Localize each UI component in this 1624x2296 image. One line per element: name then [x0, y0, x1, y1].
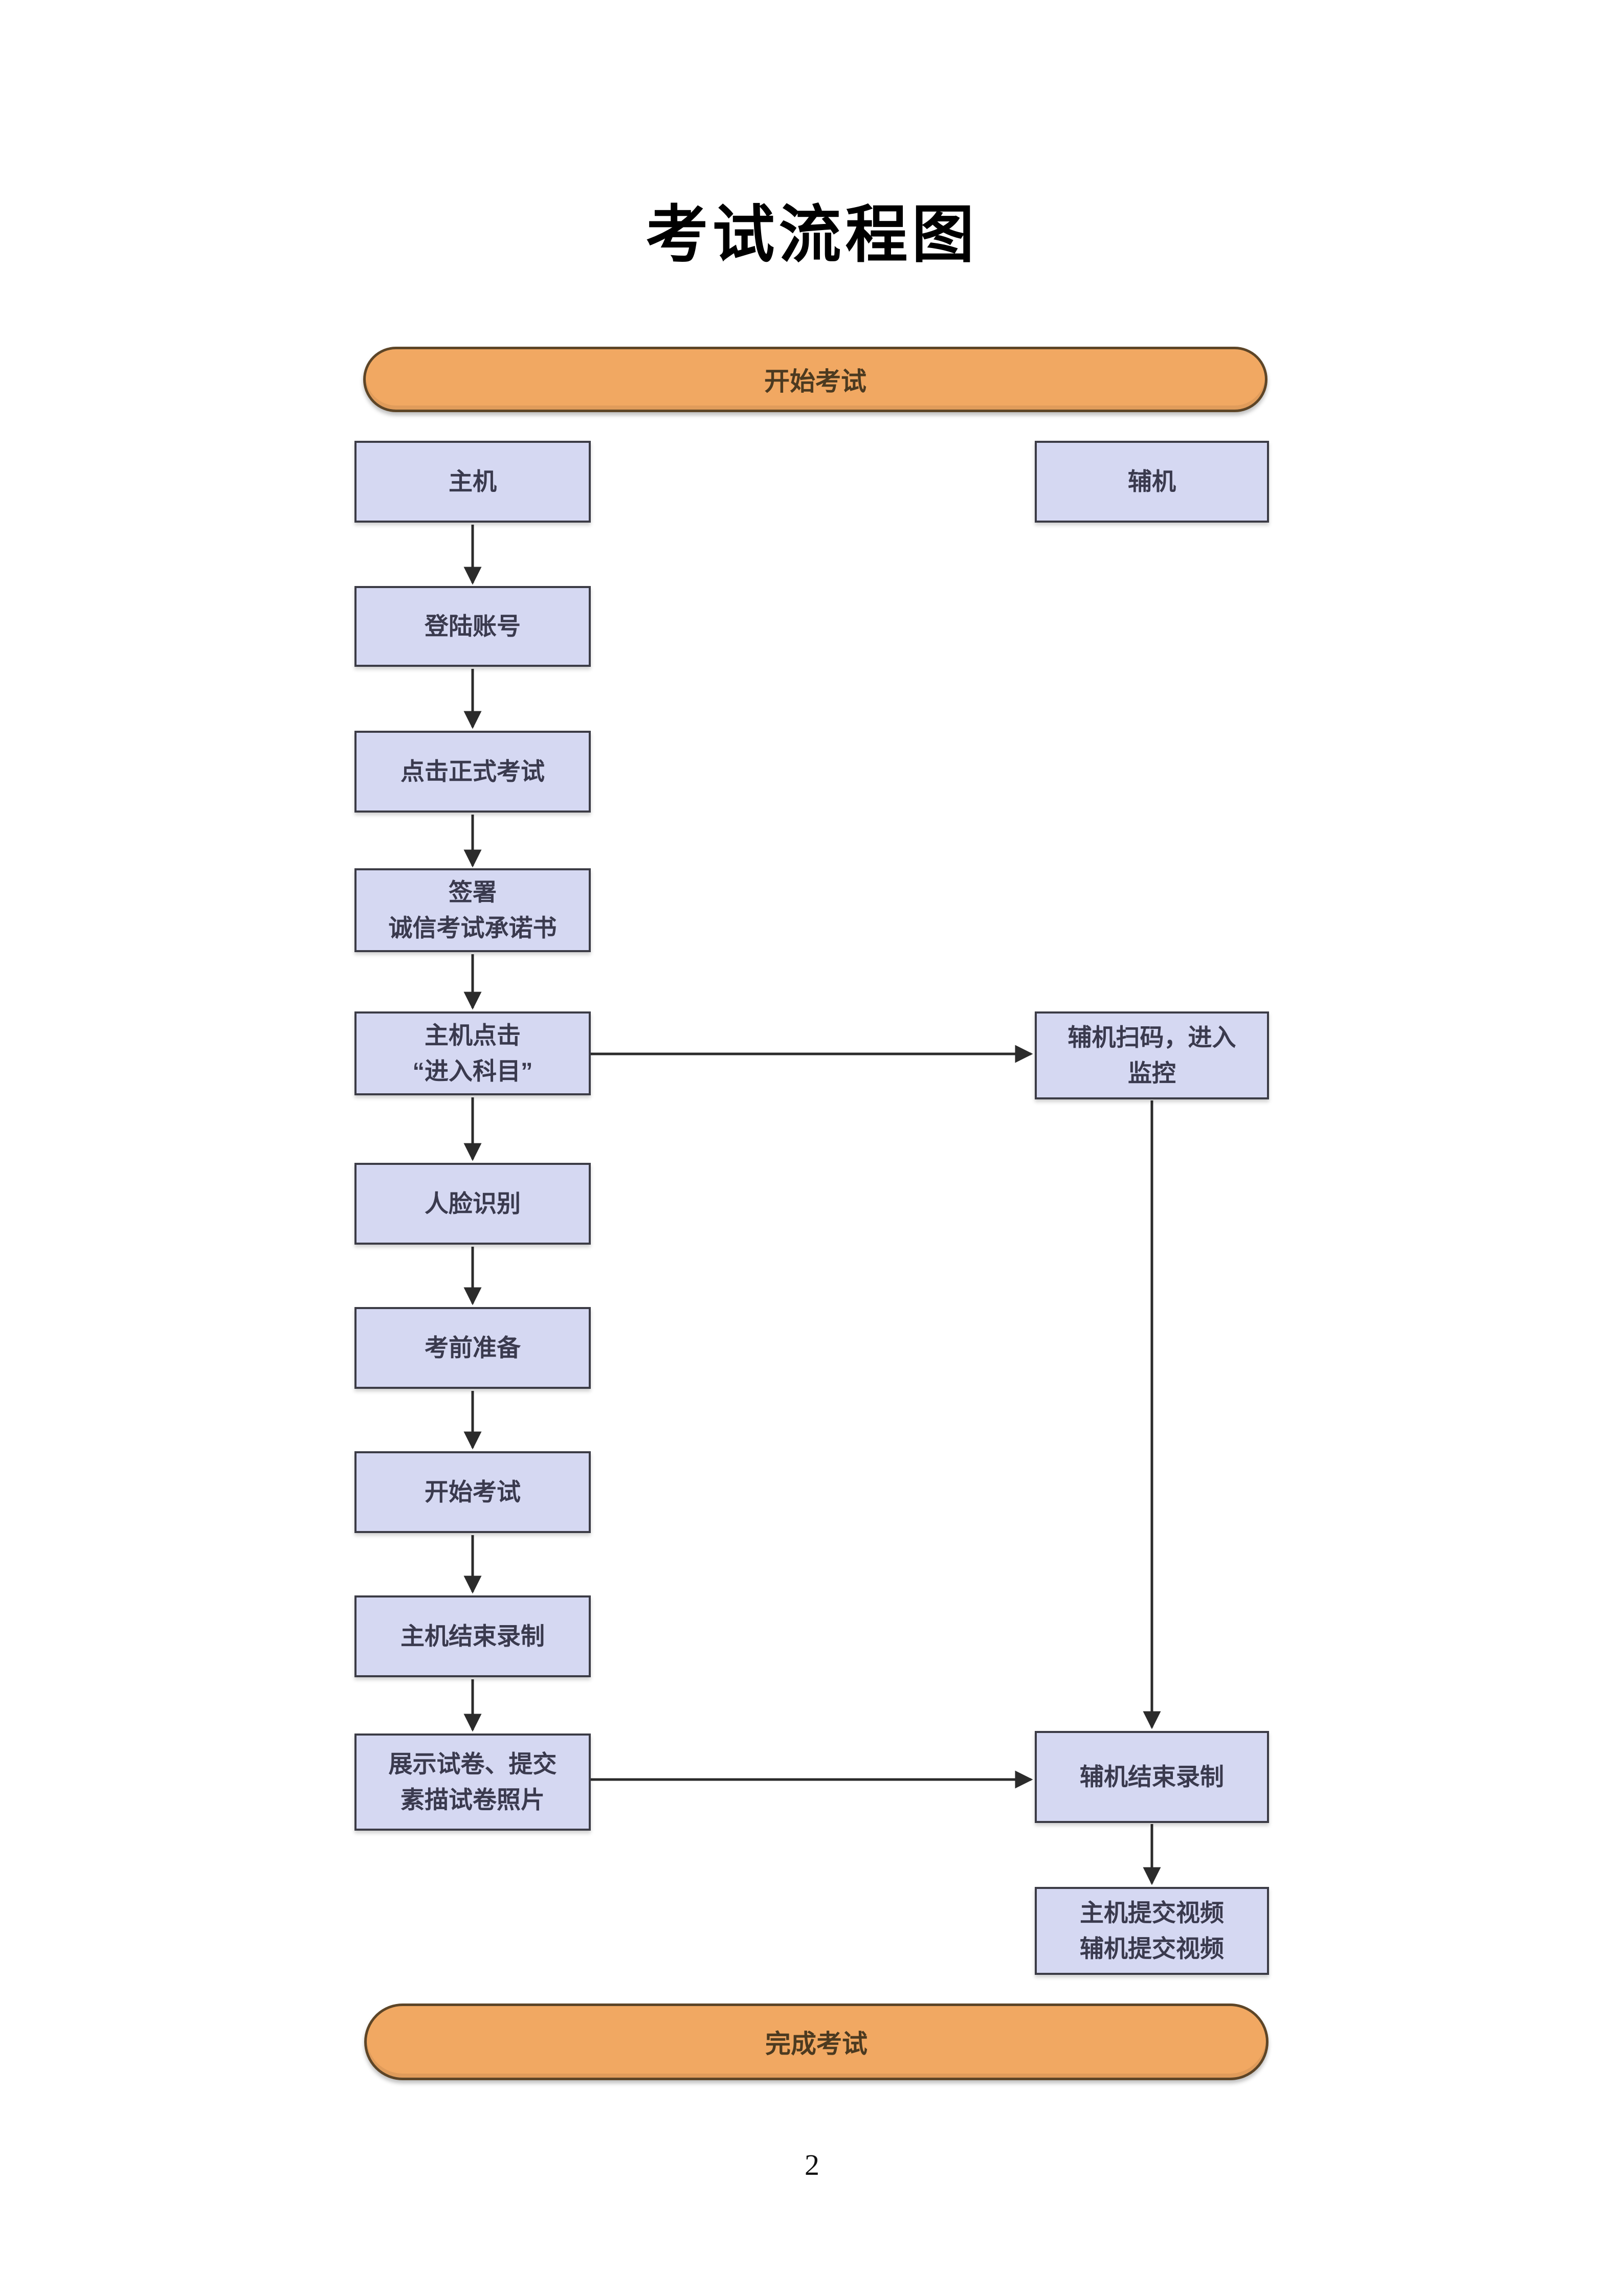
node-submit-videos: 主机提交视频 辅机提交视频: [1035, 1887, 1269, 1975]
end-pill-label: 完成考试: [765, 2030, 867, 2058]
node-host-stop-recording: 主机结束录制: [354, 1595, 591, 1677]
start-pill: 开始考试: [363, 347, 1267, 412]
node-show-paper-submit-photo: 展示试卷、提交 素描试卷照片: [354, 1734, 591, 1831]
node-face-recognition-label: 人脸识别: [425, 1189, 521, 1217]
node-host: 主机: [354, 441, 591, 523]
node-aux-machine: 辅机: [1035, 441, 1269, 523]
node-aux-scan-monitor-label: 辅机扫码，进入 监控: [1067, 1023, 1236, 1087]
node-host-label: 主机: [449, 467, 497, 495]
node-login-account: 登陆账号: [354, 586, 591, 667]
node-start-exam-label: 开始考试: [425, 1478, 521, 1505]
node-pre-exam-prep-label: 考前准备: [425, 1334, 521, 1361]
node-click-formal-exam: 点击正式考试: [354, 731, 591, 813]
node-face-recognition: 人脸识别: [354, 1163, 591, 1245]
node-host-stop-recording-label: 主机结束录制: [401, 1622, 545, 1650]
node-aux-scan-monitor: 辅机扫码，进入 监控: [1035, 1011, 1269, 1099]
page-number: 2: [805, 2148, 819, 2181]
start-pill-label: 开始考试: [764, 367, 866, 396]
node-show-paper-submit-photo-label: 展示试卷、提交 素描试卷照片: [388, 1750, 557, 1814]
end-pill: 完成考试: [364, 2004, 1269, 2080]
node-aux-stop-recording: 辅机结束录制: [1035, 1731, 1269, 1823]
node-pre-exam-prep: 考前准备: [354, 1307, 591, 1389]
node-aux-machine-label: 辅机: [1128, 467, 1176, 495]
node-sign-commitment: 签署 诚信考试承诺书: [354, 868, 591, 952]
node-login-account-label: 登陆账号: [425, 612, 521, 640]
node-sign-commitment-label: 签署 诚信考试承诺书: [388, 878, 557, 942]
node-enter-subject: 主机点击 “进入科目”: [354, 1011, 591, 1095]
page-title: 考试流程图: [646, 201, 978, 270]
node-aux-stop-recording-label: 辅机结束录制: [1080, 1763, 1224, 1790]
node-click-formal-exam-label: 点击正式考试: [401, 757, 545, 785]
node-submit-videos-label: 主机提交视频 辅机提交视频: [1080, 1899, 1224, 1963]
node-enter-subject-label: 主机点击 “进入科目”: [412, 1021, 533, 1085]
node-start-exam: 开始考试: [354, 1451, 591, 1533]
